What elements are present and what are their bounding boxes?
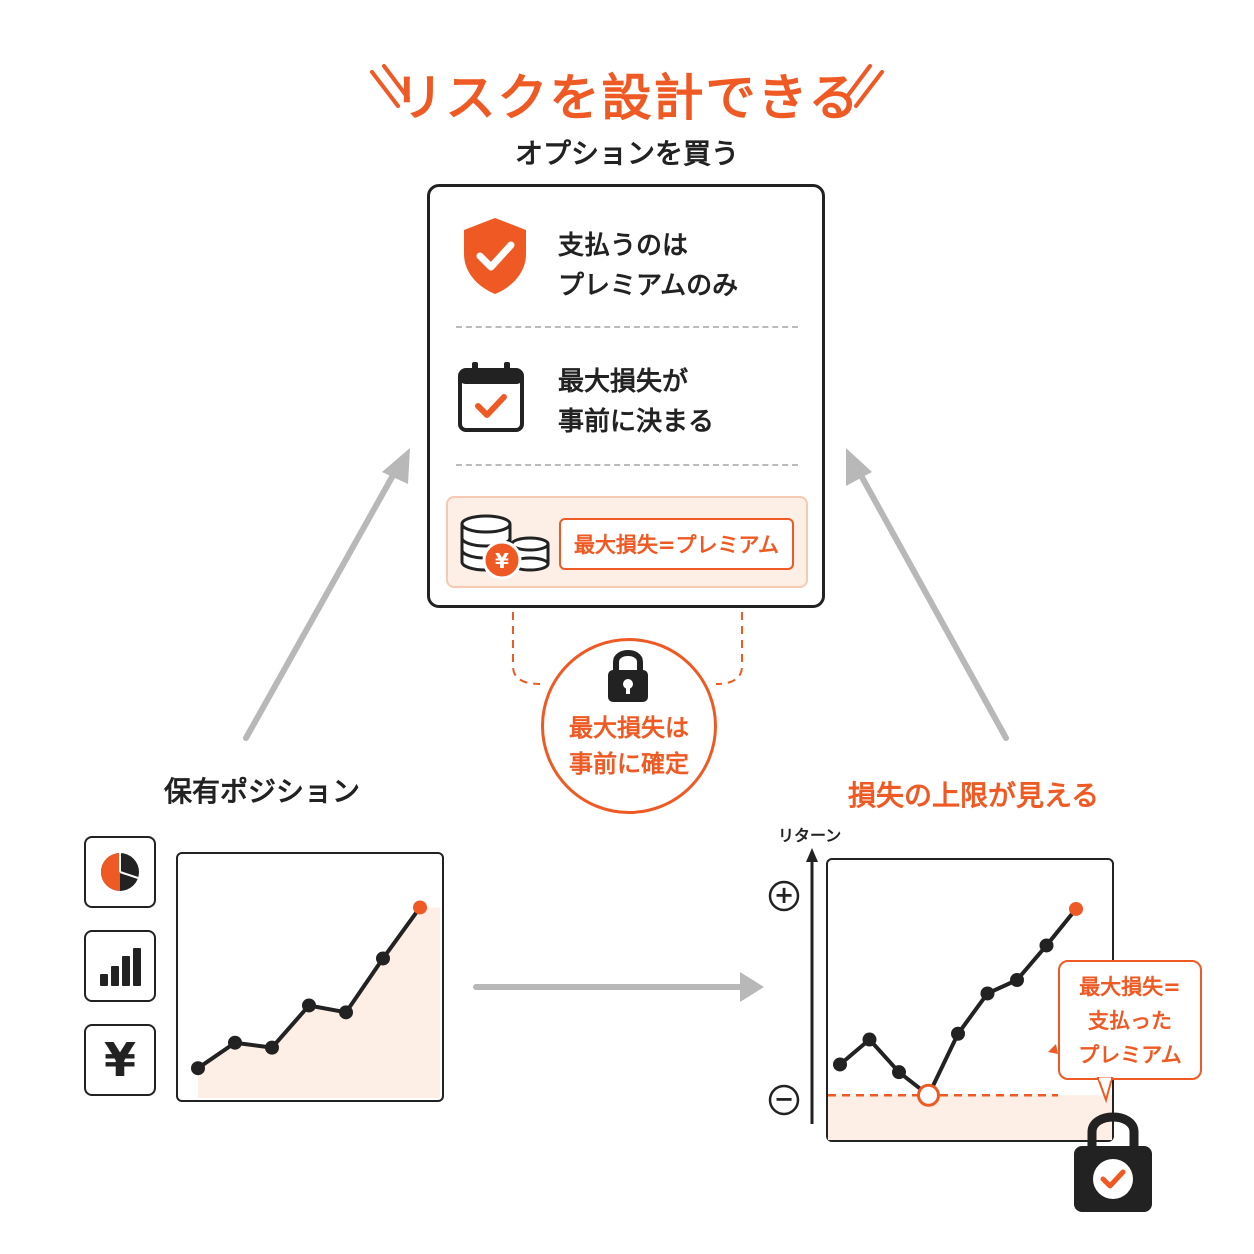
return-point (1010, 973, 1024, 987)
pie-chart-tile (84, 836, 156, 908)
return-point (980, 986, 995, 1001)
bar-chart-icon (100, 948, 141, 986)
y-axis (768, 848, 818, 1124)
limit-chart (828, 901, 1112, 1140)
loss-callout-line3: プレミアム (1078, 1043, 1182, 1067)
holding-title: 保有ポジション (164, 775, 361, 808)
lock-badge-text: 最大損失は 事前に確定 (541, 710, 717, 782)
feature-premium-text: 支払うのは プレミアムのみ (558, 226, 738, 306)
lock-badge-line1: 最大損失は (569, 714, 689, 742)
callout-pointer (1048, 1044, 1114, 1104)
feature-premium-line1: 支払うのは (558, 231, 689, 261)
lock-badge (541, 638, 717, 814)
page-subtitle: オプションを買う (514, 137, 739, 170)
arrow-up-left (243, 467, 399, 741)
loss-callout (1058, 960, 1202, 1080)
page-title: リスクを設計できる (393, 69, 861, 127)
card-divider (456, 326, 798, 328)
return-point (951, 1026, 965, 1041)
holding-point (376, 951, 390, 966)
title-accent-marks (370, 64, 884, 108)
return-floor-point (917, 1083, 940, 1107)
return-point (1069, 901, 1083, 916)
y-axis-label: リターン (778, 826, 842, 845)
shield-check-icon (464, 218, 526, 294)
pie-chart-icon (101, 853, 139, 891)
calendar-check-icon (458, 362, 524, 432)
minus-icon: − (773, 1085, 795, 1113)
holding-point (228, 1035, 242, 1050)
holding-area (198, 907, 440, 1098)
card-divider (456, 464, 798, 466)
return-line (838, 907, 1078, 1098)
bar-chart-tile (84, 930, 156, 1002)
feature-premium-line2: プレミアムのみ (558, 271, 739, 301)
formula-label: 最大損失=プレミアム (559, 518, 794, 570)
yen-tile: ¥ (84, 1024, 156, 1096)
holding-point (339, 1005, 353, 1020)
return-point (1039, 938, 1054, 953)
return-point (862, 1032, 877, 1047)
feature-maxloss-text: 最大損失が 事前に決まる (558, 362, 714, 442)
loss-callout-line2: 支払った (1088, 1009, 1172, 1033)
holding-chart (191, 900, 440, 1098)
holding-point (302, 998, 316, 1013)
padlock-check-icon (1074, 1112, 1152, 1212)
arrow-up-right (855, 467, 1009, 741)
holding-point (413, 900, 427, 915)
loss-zone (828, 1095, 1112, 1140)
feature-maxloss-line2: 事前に決まる (558, 407, 715, 437)
holding-point (191, 1061, 205, 1076)
coins-yen-icon: ¥ (460, 514, 550, 580)
svg-text:¥: ¥ (495, 549, 509, 573)
limit-title: 損失の上限が見える (848, 779, 1100, 812)
return-point (892, 1065, 906, 1080)
lock-badge-line2: 事前に確定 (569, 750, 689, 778)
holding-point (265, 1040, 279, 1055)
loss-callout-text: 最大損失= 支払った プレミアム (1058, 970, 1202, 1072)
plus-icon: + (773, 881, 795, 909)
loss-callout-line1: 最大損失= (1079, 975, 1181, 999)
padlock-icon (608, 650, 648, 702)
feature-maxloss-line1: 最大損失が (558, 367, 689, 397)
return-point (833, 1057, 847, 1072)
yen-icon: ¥ (103, 1033, 136, 1087)
